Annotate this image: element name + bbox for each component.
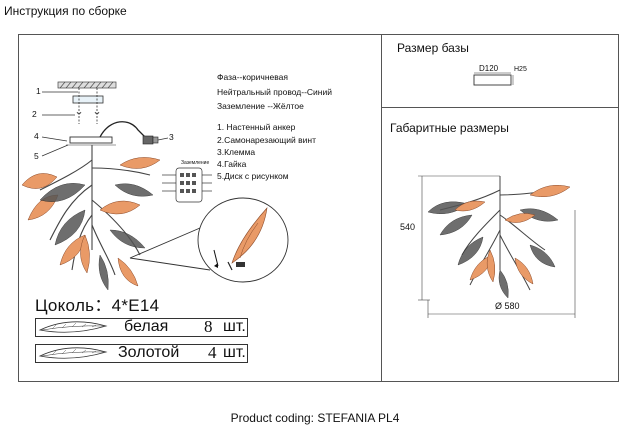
callout-1: 1 xyxy=(36,86,41,96)
callout-3: 3 xyxy=(169,132,174,142)
part-4: 4.Гайка xyxy=(217,159,247,169)
callout-lines xyxy=(41,91,169,157)
count-row-gold: Золотой 4 шт. xyxy=(35,343,248,363)
base-height: H25 xyxy=(514,66,527,73)
socket-label: Цоколь：4*E14 xyxy=(35,296,160,315)
count-unit-white: шт. xyxy=(223,318,246,335)
canopy-plate xyxy=(69,136,113,144)
vertical-divider xyxy=(381,34,382,382)
page-title: Инструкция по сборке xyxy=(4,4,127,18)
white-leaf-icon xyxy=(38,321,108,333)
callout-4: 4 xyxy=(34,131,39,141)
base-diameter: D120 xyxy=(479,64,499,73)
wall-anchor xyxy=(72,88,104,124)
leaves xyxy=(21,157,161,291)
count-qty-gold: 4 xyxy=(208,343,217,362)
ceiling-hatch xyxy=(57,81,117,89)
terminal-diagram xyxy=(162,167,212,203)
part-5: 5.Диск с рисунком xyxy=(217,171,289,181)
product-coding: Product coding: STEFANIA PL4 xyxy=(230,411,400,425)
count-qty-white: 8 xyxy=(204,317,213,336)
part-3: 3.Клемма xyxy=(217,147,256,157)
gold-leaf-icon xyxy=(38,347,108,359)
count-name-gold: Золотой xyxy=(118,344,180,361)
overall-diameter: Ø 580 xyxy=(495,301,520,311)
wire xyxy=(99,121,147,139)
overall-title: Габаритные размеры xyxy=(390,121,509,135)
count-name-white: белая xyxy=(124,318,169,335)
callout-2: 2 xyxy=(32,109,37,119)
part-2: 2.Самонарезающий винт xyxy=(217,135,317,145)
wiring-ground: Заземление --Жёлтое xyxy=(217,101,304,111)
wiring-neutral: Нейтральный провод--Синий xyxy=(217,87,332,97)
detail-leaf xyxy=(213,207,268,271)
chandelier-frame xyxy=(39,145,151,276)
base-size-title: Размер базы xyxy=(397,41,469,55)
callout-5: 5 xyxy=(34,151,39,161)
overall-leaves xyxy=(427,185,571,299)
horizontal-divider xyxy=(381,107,619,108)
part-1: 1. Настенный анкер xyxy=(217,122,296,132)
instruction-frame xyxy=(18,34,619,382)
terminal-label: Заземление xyxy=(181,160,210,166)
overall-height: 540 xyxy=(400,222,416,232)
count-row-white: белая 8 шт. xyxy=(35,317,248,337)
wiring-phase: Фаза--коричневая xyxy=(217,72,288,82)
count-unit-gold: шт. xyxy=(223,344,246,361)
detail-zoom xyxy=(129,197,289,283)
